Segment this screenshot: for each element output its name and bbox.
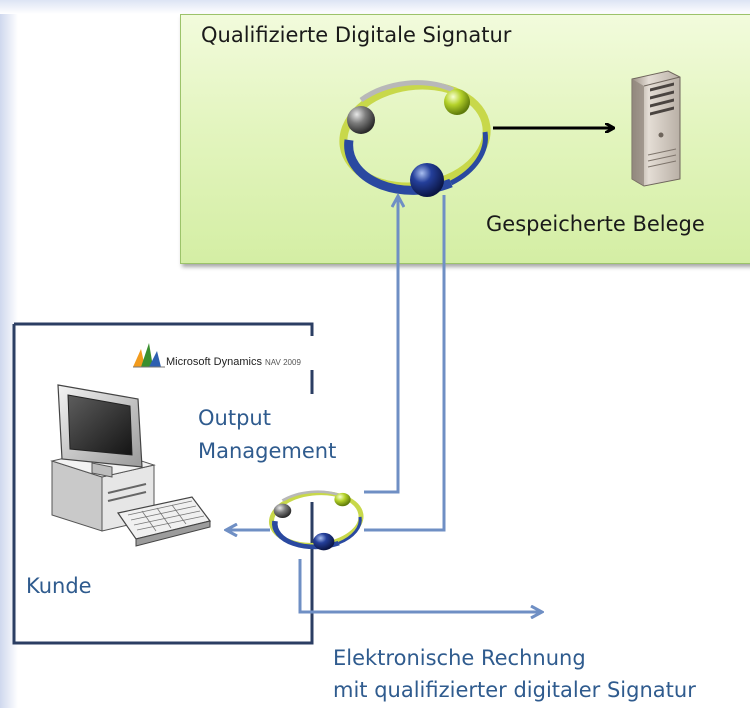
signature-logo-icon <box>339 80 491 197</box>
electronic-invoice-line1: Elektronische Rechnung <box>333 646 586 670</box>
background-edge-top <box>0 0 750 14</box>
microsoft-dynamics-label: Microsoft Dynamics NAV 2009 <box>166 356 301 368</box>
customer-label: Kunde <box>26 574 92 598</box>
microsoft-dynamics-version: NAV 2009 <box>265 358 301 367</box>
qualified-signature-title: Qualifizierte Digitale Signatur <box>201 23 512 47</box>
electronic-invoice-caption: Elektronische Rechnung mit qualifizierte… <box>333 642 696 706</box>
output-management-line1: Output <box>198 406 271 430</box>
signature-logo-small-icon <box>268 490 364 551</box>
output-management-label: Output Management <box>198 402 336 468</box>
output-management-line2: Management <box>198 439 337 463</box>
microsoft-dynamics-brand: Microsoft Dynamics <box>166 356 262 368</box>
stored-documents-label: Gespeicherte Belege <box>486 212 705 236</box>
microsoft-dynamics-logo-icon <box>133 343 165 368</box>
customer-frame <box>12 322 314 645</box>
server-icon <box>631 70 681 187</box>
computer-icon <box>50 384 212 547</box>
electronic-invoice-line2: mit qualifizierter digitaler Signatur <box>333 678 696 702</box>
